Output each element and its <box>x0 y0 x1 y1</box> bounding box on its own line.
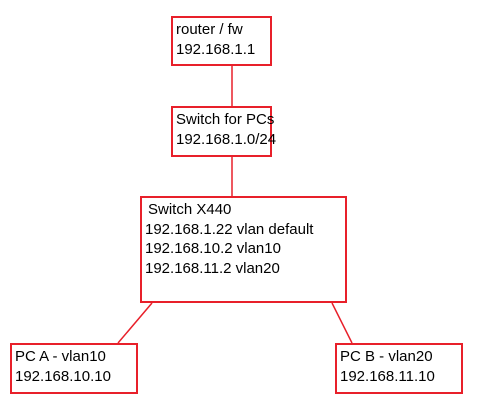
pc-switch-subnet-label: 192.168.1.0/24 <box>176 130 277 148</box>
pc-b-name-label: PC B - vlan20 <box>340 348 433 365</box>
switch-x440-name-label: Switch X440 <box>148 201 232 218</box>
connector-x440-to-pc-b <box>331 302 353 344</box>
pc-switch-name-label: Switch for PCs <box>176 111 275 128</box>
switch-x440-vlan10-label: 192.168.10.2 vlan10 <box>145 240 281 257</box>
router-ip-label: 192.168.1.1 <box>176 40 256 58</box>
switch-x440-node: Switch X440 192.168.1.22 vlan default 19… <box>140 196 347 303</box>
switch-x440-vlan20-label: 192.168.11.2 vlan20 <box>145 259 280 277</box>
pc-switch-node: Switch for PCs 192.168.1.0/24 <box>171 106 277 157</box>
pc-a-name-label: PC A - vlan10 <box>15 348 106 365</box>
pc-b-node: PC B - vlan20 192.168.11.10 <box>335 343 463 394</box>
pc-b-ip-label: 192.168.11.10 <box>340 367 435 385</box>
router-fw-node: router / fw 192.168.1.1 <box>171 16 272 66</box>
pc-a-node: PC A - vlan10 192.168.10.10 <box>10 343 138 394</box>
router-name-label: router / fw <box>176 21 243 38</box>
switch-x440-vlan-default-label: 192.168.1.22 vlan default <box>145 220 314 238</box>
pc-a-ip-label: 192.168.10.10 <box>15 367 111 385</box>
connector-x440-to-pc-a <box>117 302 153 344</box>
